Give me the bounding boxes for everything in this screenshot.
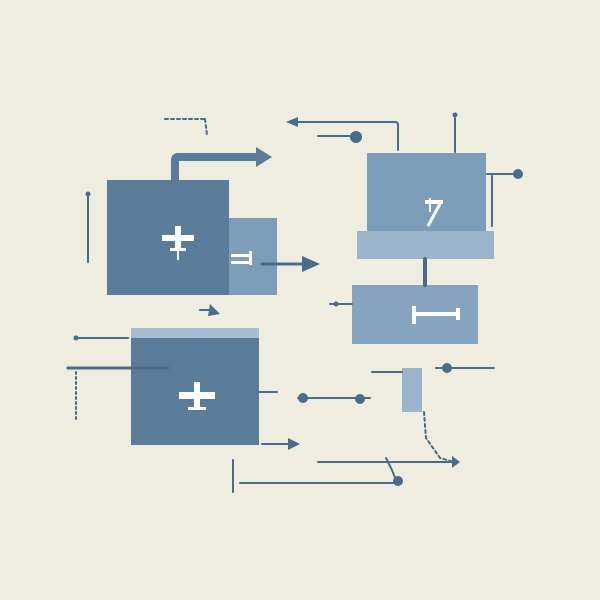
arrowhead-right-icon: [452, 456, 460, 468]
terminal-dot: [333, 301, 339, 307]
terminal-dot: [442, 363, 452, 373]
arrowhead-left-icon: [286, 117, 298, 127]
terminal-dot: [513, 169, 523, 179]
pin-dot: [452, 112, 458, 118]
connector-top-right-loop: [294, 121, 399, 151]
connector-top-elbow: [204, 118, 208, 136]
plane-glyph: [179, 382, 215, 410]
block-top-right-strip: [357, 231, 494, 259]
block-glyphs: [162, 198, 460, 410]
terminal-dot: [393, 476, 403, 486]
connectors: [66, 112, 523, 493]
arrowhead-down-icon: [208, 304, 220, 316]
double-bar-glyph: [231, 251, 252, 265]
block-bottom-left-strip: [131, 328, 259, 338]
plane-glyph: [162, 226, 194, 260]
terminal-dot: [350, 131, 362, 143]
pin-dot: [73, 335, 79, 341]
connector-bottom-hook: [385, 457, 397, 481]
terminal-dot: [355, 394, 365, 404]
seven-glyph: [425, 198, 443, 227]
arrowhead-right-icon: [302, 256, 320, 272]
terminal-dot: [298, 393, 308, 403]
block-top-right: [367, 153, 486, 231]
pin-dot: [85, 191, 91, 197]
arrowhead-right-icon: [256, 147, 272, 167]
arrowhead-right-icon: [288, 438, 300, 450]
block-connector-stub: [402, 368, 422, 412]
tee-glyph: [412, 306, 460, 324]
connector-bottom-right-diag: [423, 411, 455, 463]
connector-top-left-arrow: [171, 153, 258, 185]
